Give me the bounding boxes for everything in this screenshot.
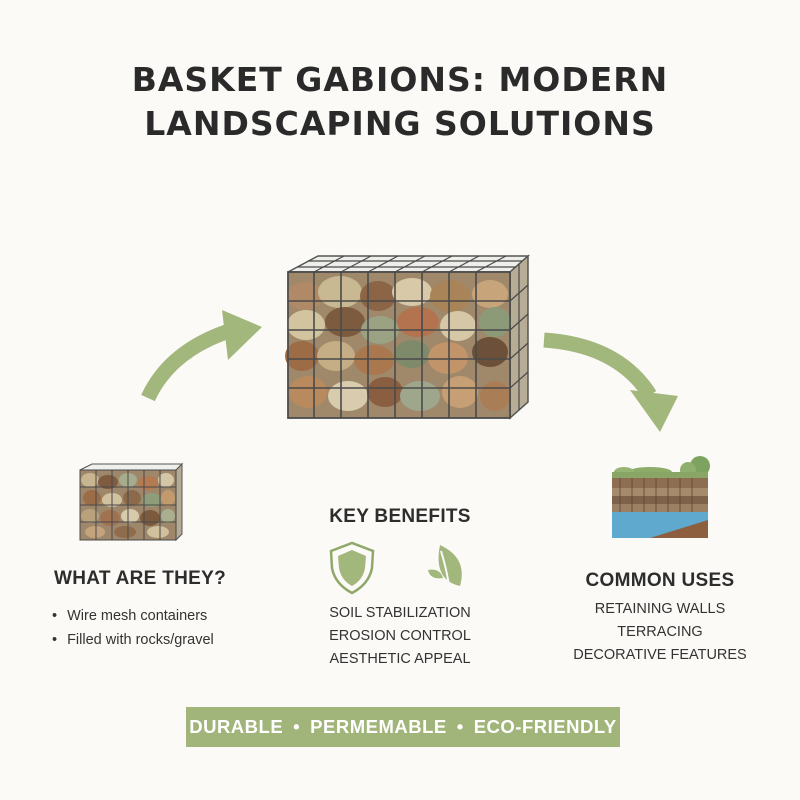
page-title: BASKET GABIONS: MODERN LANDSCAPING SOLUT… [0,58,800,146]
list-item: Filled with rocks/gravel [52,628,214,652]
banner-word-durable: DURABLE [189,716,284,737]
title-line-2: LANDSCAPING SOLUTIONS [144,104,656,143]
list-item: SOIL STABILIZATION [329,605,471,621]
key-benefits-list: SOIL STABILIZATION EROSION CONTROL AESTH… [290,602,510,671]
curved-arrow-right [543,332,678,432]
features-banner: DURABLE • PERMEMABLE • ECO-FRIENDLY [186,707,620,747]
list-item: Wire mesh containers [52,604,214,628]
banner-word-permeable: PERMEMABLE [310,716,447,737]
retaining-wall-scene [612,456,710,538]
list-item: DECORATIVE FEATURES [573,647,747,663]
common-uses-list: RETAINING WALLS TERRACING DECORATIVE FEA… [560,598,760,667]
key-benefits-heading: KEY BENEFITS [329,506,471,527]
what-are-they-heading: WHAT ARE THEY? [54,568,227,589]
banner-word-eco-friendly: ECO-FRIENDLY [473,716,617,737]
banner-separator: • [456,716,464,737]
banner-separator: • [293,716,301,737]
leaf-icon [428,545,462,593]
list-item: RETAINING WALLS [594,601,726,617]
title-line-1: BASKET GABIONS: MODERN [131,60,669,99]
shield-icon [329,541,375,595]
curved-arrow-left [141,310,262,402]
list-item: EROSION CONTROL [329,628,471,644]
what-are-they-list: Wire mesh containers Filled with rocks/g… [52,604,214,652]
common-uses-heading: COMMON USES [585,570,735,591]
gabion-basket-small [79,462,184,542]
list-item: TERRACING [617,624,703,640]
list-item: AESTHETIC APPEAL [329,651,471,667]
gabion-basket-large [285,254,530,420]
